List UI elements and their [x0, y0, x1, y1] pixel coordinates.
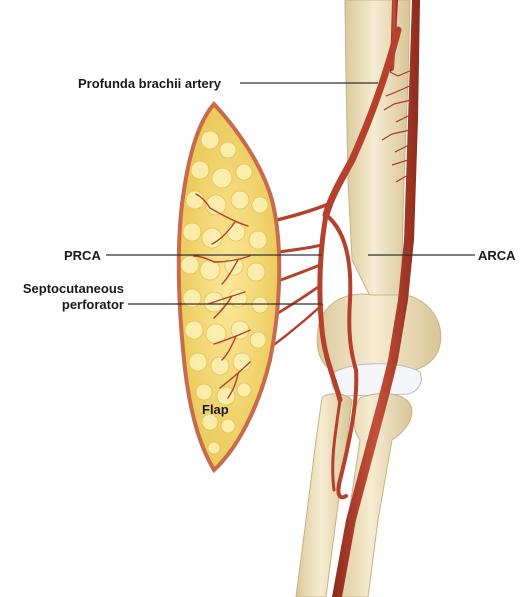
label-septocutaneous: Septocutaneous [8, 281, 124, 296]
label-prca: PRCA [64, 248, 101, 263]
label-perforator: perforator [8, 297, 124, 312]
label-profunda-brachii-artery: Profunda brachii artery [78, 76, 221, 91]
label-arca: ARCA [478, 248, 516, 263]
label-flap: Flap [202, 402, 229, 417]
elbow-condyles [317, 294, 441, 372]
joint-cartilage [332, 364, 421, 396]
leader-lines [106, 83, 475, 304]
